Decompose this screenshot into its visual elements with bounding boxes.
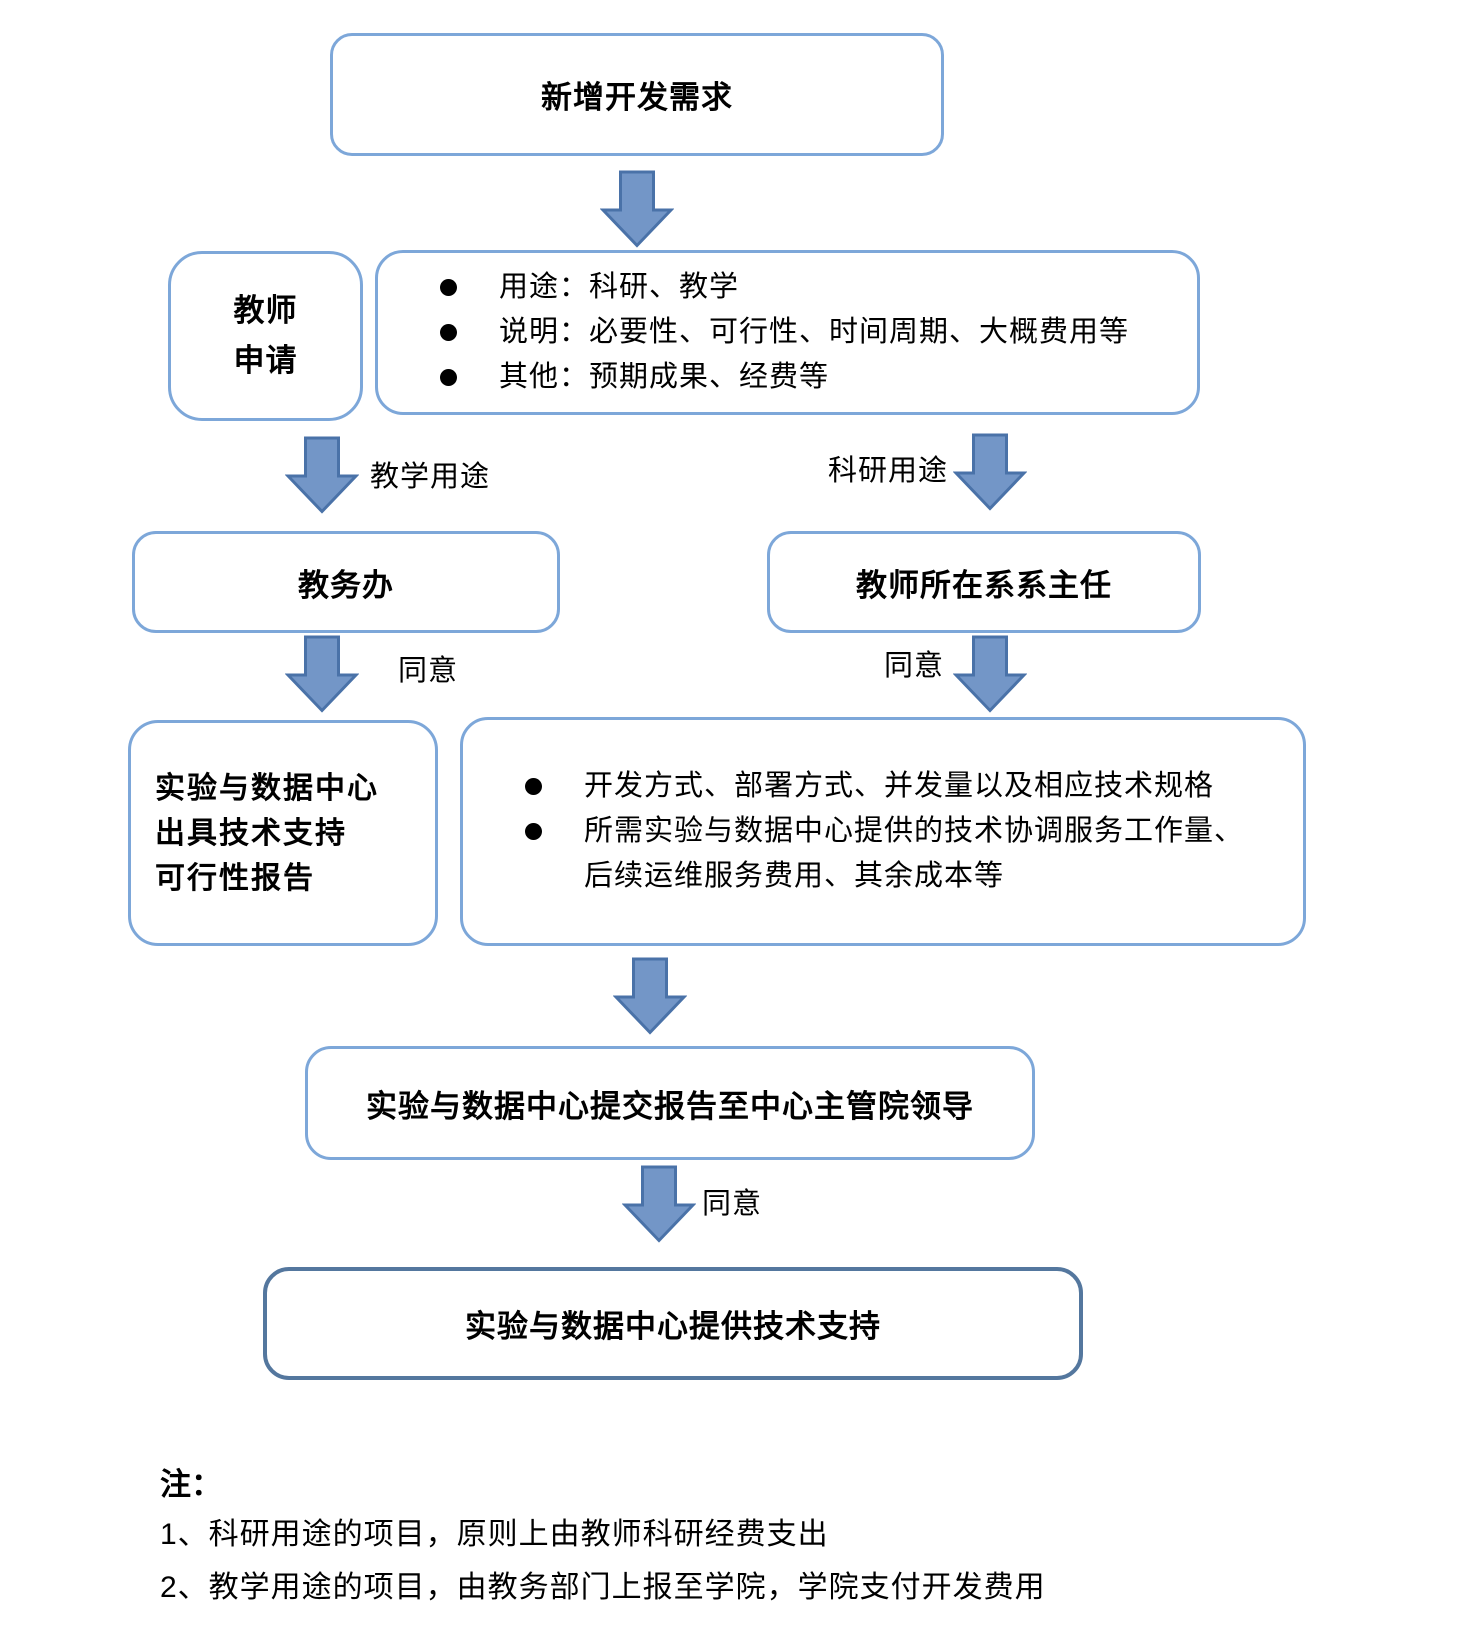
flow-node-dept-head: 教师所在系系主任	[767, 531, 1201, 633]
note-item: 1、科研用途的项目，原则上由教师科研经费支出	[160, 1518, 829, 1551]
edge-label-teaching-use: 教学用途	[370, 461, 491, 493]
edge-label-agree-right: 同意	[884, 650, 945, 682]
bullet-item: 其他：预期成果、经费等	[440, 355, 1177, 400]
down-arrow-icon	[600, 170, 674, 248]
down-arrow-icon	[285, 635, 359, 713]
flow-node-start: 新增开发需求	[330, 33, 944, 156]
flow-node-feasibility-report: 实验与数据中心 出具技术支持 可行性报告	[128, 720, 438, 946]
edge-label-agree-left: 同意	[398, 655, 459, 687]
bullet-icon	[440, 369, 457, 386]
bullet-item: 开发方式、部署方式、并发量以及相应技术规格	[525, 764, 1283, 809]
down-arrow-icon	[613, 957, 687, 1035]
down-arrow-icon	[953, 433, 1027, 511]
flow-node-start-label: 新增开发需求	[541, 80, 733, 115]
notes-section: 注： 1、科研用途的项目，原则上由教师科研经费支出 2、教学用途的项目，由教务部…	[160, 1462, 1046, 1614]
flow-node-dept-head-label: 教师所在系系主任	[856, 567, 1112, 603]
flow-node-teacher-application: 教师 申请	[168, 251, 363, 421]
bullet-icon	[525, 823, 542, 840]
flow-node-application-details: 用途：科研、教学 说明：必要性、可行性、时间周期、大概费用等 其他：预期成果、经…	[375, 250, 1200, 415]
down-arrow-icon	[953, 635, 1027, 713]
flow-node-report-details: 开发方式、部署方式、并发量以及相应技术规格 所需实验与数据中心提供的技术协调服务…	[460, 717, 1306, 946]
bullet-item: 说明：必要性、可行性、时间周期、大概费用等	[440, 310, 1177, 355]
flow-node-feasibility-report-label: 实验与数据中心 出具技术支持 可行性报告	[155, 771, 379, 895]
flow-node-academic-office: 教务办	[132, 531, 560, 633]
bullet-item: 所需实验与数据中心提供的技术协调服务工作量、后续运维服务费用、其余成本等	[525, 809, 1283, 899]
down-arrow-icon	[622, 1165, 696, 1243]
bullet-item: 用途：科研、教学	[440, 265, 1177, 310]
edge-label-agree-final: 同意	[702, 1188, 763, 1220]
edge-label-research-use: 科研用途	[828, 455, 949, 487]
down-arrow-icon	[285, 436, 359, 514]
flow-node-provide-support-label: 实验与数据中心提供技术支持	[465, 1309, 881, 1344]
bullet-icon	[440, 324, 457, 341]
bullet-icon	[525, 778, 542, 795]
note-item: 2、教学用途的项目，由教务部门上报至学院，学院支付开发费用	[160, 1571, 1046, 1604]
flow-node-provide-support: 实验与数据中心提供技术支持	[263, 1267, 1083, 1380]
flow-node-submit-report-label: 实验与数据中心提交报告至中心主管院领导	[366, 1088, 974, 1124]
notes-title: 注：	[160, 1467, 222, 1502]
flow-node-teacher-application-label: 教师 申请	[233, 293, 298, 378]
flow-node-academic-office-label: 教务办	[298, 567, 394, 603]
flow-node-submit-report: 实验与数据中心提交报告至中心主管院领导	[305, 1046, 1035, 1160]
bullet-icon	[440, 279, 457, 296]
